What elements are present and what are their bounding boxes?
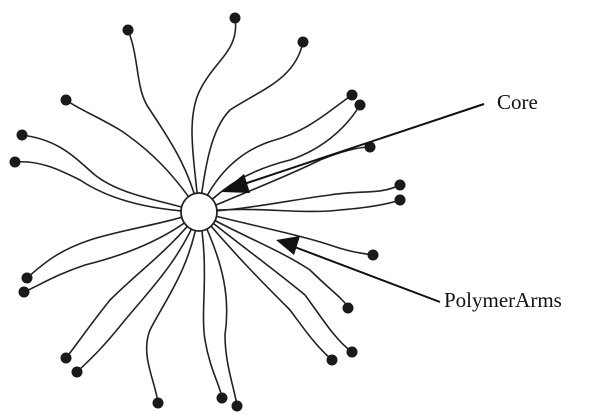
arm-end-dot — [61, 353, 72, 364]
arm-end-dot — [22, 273, 33, 284]
arm-end-dot — [395, 195, 406, 206]
arm-end-dot — [217, 393, 228, 404]
polymer-arm — [199, 200, 400, 212]
core-label: Core — [497, 90, 538, 115]
polymer-arm — [192, 18, 236, 212]
arm-end-dot — [230, 13, 241, 24]
polymer-arms-label: PolymerArms — [444, 288, 562, 313]
arm-end-dot — [368, 250, 379, 261]
polymer-arm — [199, 212, 352, 352]
arm-end-dot — [347, 347, 358, 358]
arm-end-dot — [355, 100, 366, 111]
core-pointer-line — [238, 104, 484, 186]
polymer-arm — [27, 212, 199, 278]
polymer-arm — [77, 212, 199, 372]
arm-end-dot — [343, 303, 354, 314]
arm-end-dot — [232, 401, 243, 412]
polymer-arm — [199, 212, 332, 360]
polymer-arm — [199, 105, 360, 212]
polymer-arm — [66, 212, 199, 358]
arm-end-dot — [10, 157, 21, 168]
polymer-arm — [24, 212, 199, 292]
arm-end-dot — [395, 180, 406, 191]
arm-end-dot — [347, 90, 358, 101]
arm-end-dot — [327, 355, 338, 366]
arm-end-dot — [72, 367, 83, 378]
arm-end-dot — [123, 25, 134, 36]
arm-end-dot — [153, 398, 164, 409]
arm-end-dot — [19, 287, 30, 298]
polymer-arm — [128, 30, 199, 212]
arm-end-dot — [61, 95, 72, 106]
polymer-arm — [199, 212, 222, 398]
core-circle — [181, 193, 217, 231]
arm-end-dot — [298, 37, 309, 48]
polymer-arm — [199, 212, 237, 406]
arm-end-dot — [17, 130, 28, 141]
